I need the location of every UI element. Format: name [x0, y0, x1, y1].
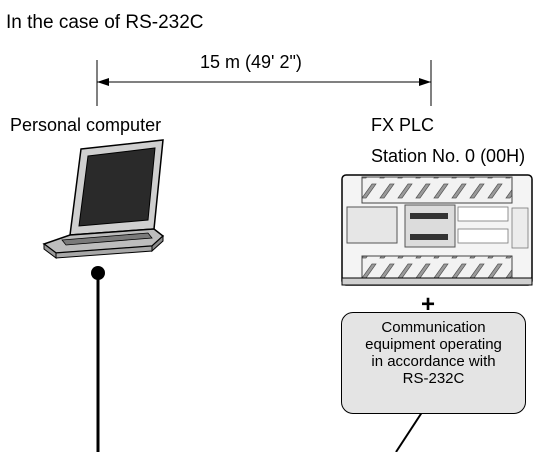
- personal-computer-label: Personal computer: [10, 115, 162, 135]
- plc-label: FX PLC: [371, 115, 435, 135]
- page-title: In the case of RS-232C: [6, 12, 204, 33]
- plus-sign: +: [421, 291, 436, 318]
- comm-equipment-line-1: Communication: [381, 319, 486, 336]
- comm-equipment-line-4: RS-232C: [402, 370, 465, 387]
- laptop-icon: [42, 139, 165, 259]
- distance-label: 15 m (49' 2"): [200, 52, 302, 72]
- computer-cable: [91, 266, 105, 452]
- comm-equipment-box: Communication equipment operating in acc…: [341, 312, 526, 414]
- comm-equipment-line-3: in accordance with: [371, 353, 496, 370]
- distance-dimension: [96, 60, 432, 106]
- station-number-label: Station No. 0 (00H): [371, 146, 526, 166]
- plc-unit-icon: [341, 174, 533, 286]
- computer-connector-dot: [91, 266, 105, 280]
- dimension-left-arrow: [97, 78, 109, 86]
- dimension-right-arrow: [419, 78, 431, 86]
- comm-equipment-line-2: equipment operating: [365, 336, 502, 353]
